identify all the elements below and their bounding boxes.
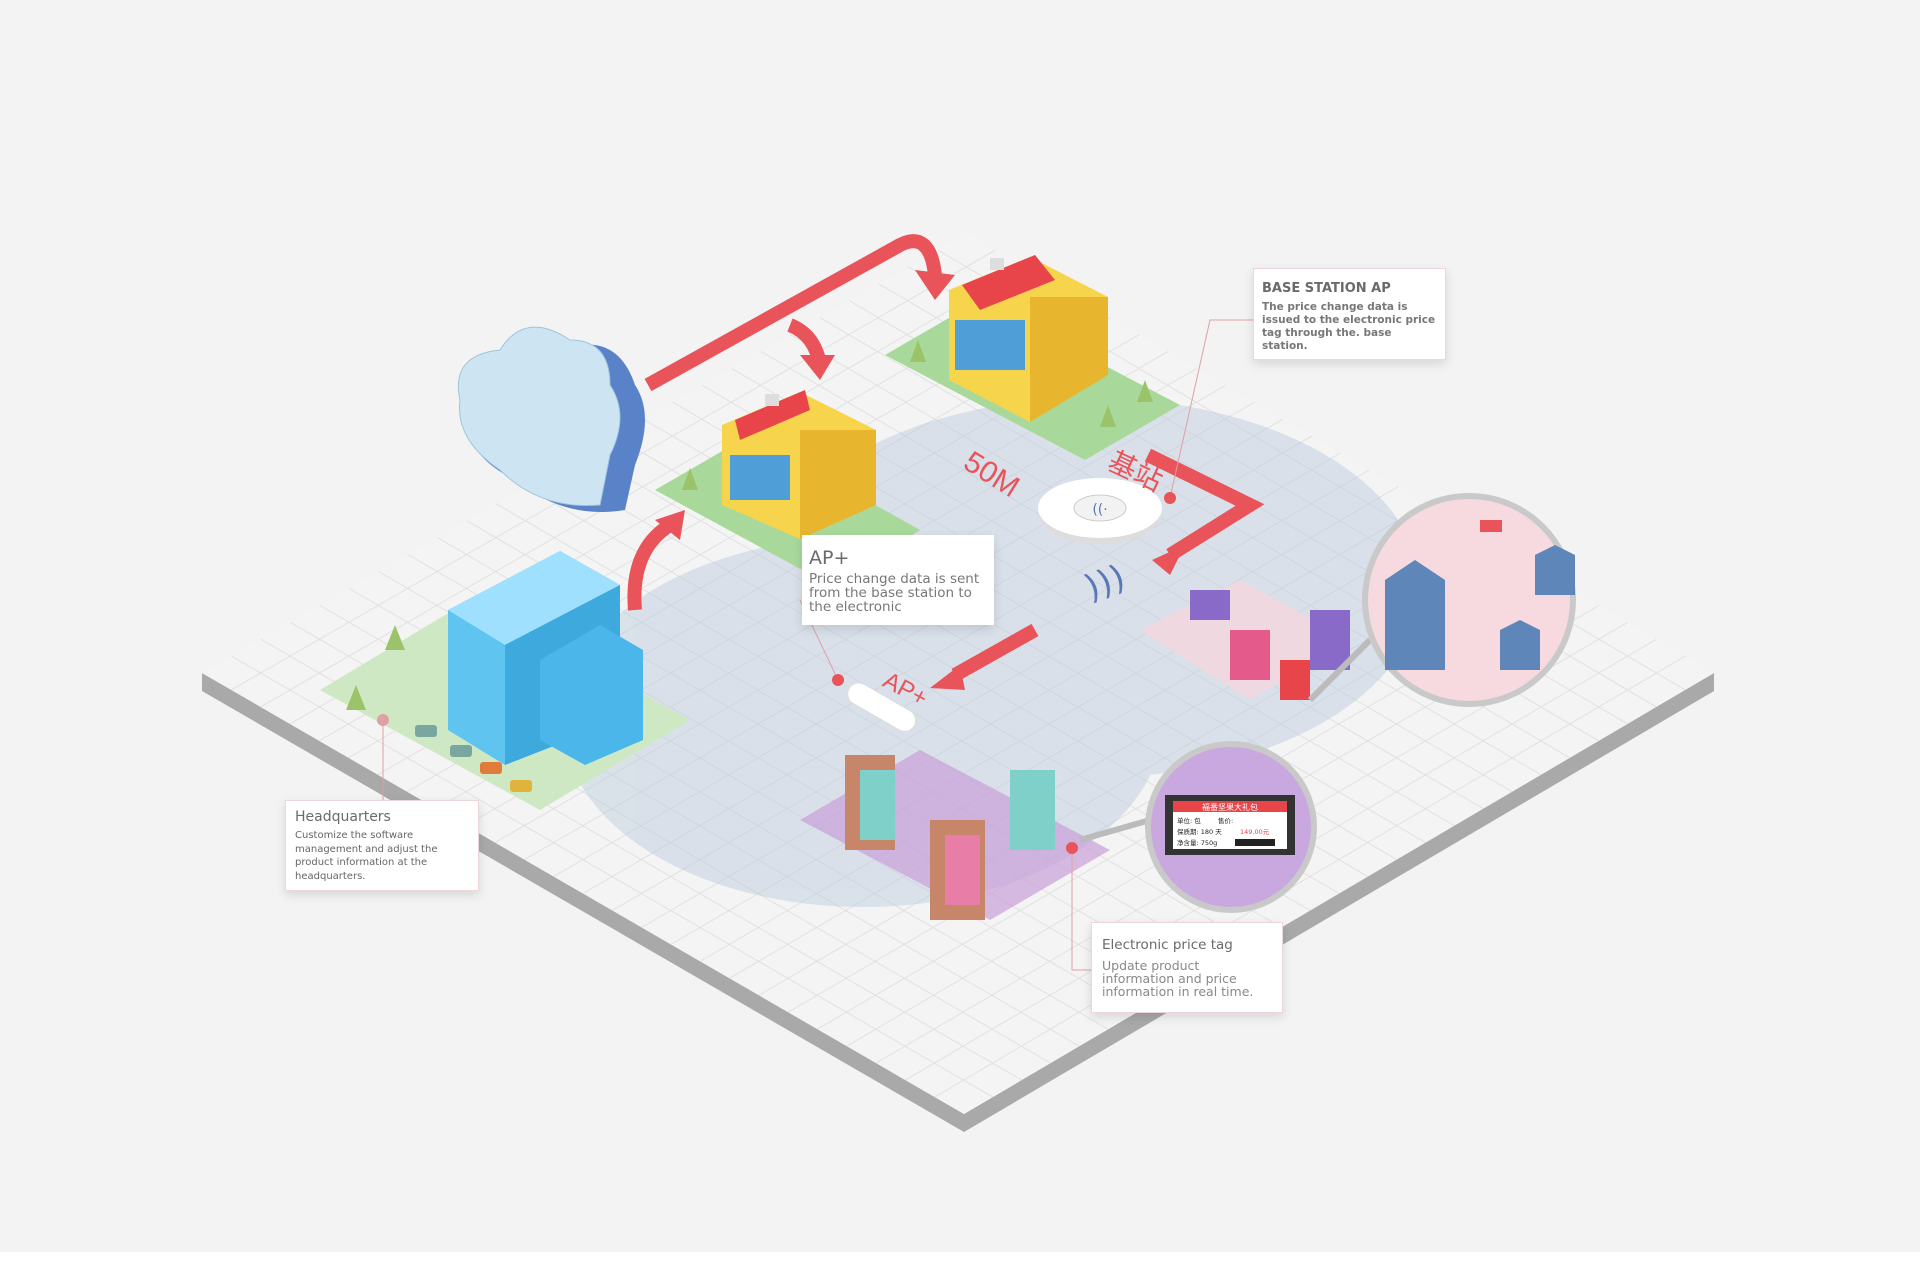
arrow-hq-to-cloud [627, 519, 674, 611]
marker-dots [377, 492, 1176, 854]
grid-line [699, 520, 1456, 962]
headquarters-card: Headquarters Customize the software mana… [285, 800, 479, 891]
card-title: BASE STATION AP [1262, 281, 1391, 296]
grid-line [670, 503, 1427, 945]
base-station-device: ((· [1038, 478, 1162, 544]
arrow-heads [655, 270, 1185, 690]
card-title: AP+ [809, 547, 850, 569]
cars [415, 725, 532, 792]
clothing-zoom-circle [1307, 493, 1576, 707]
card-body: Price change data is sent from the base … [809, 571, 980, 615]
supermarket-shelves [800, 750, 1110, 920]
store-2 [949, 255, 1108, 422]
price-tag-zoom-circle: 福番坚果大礼包 单位: 包 售价: 保质期: 180 天 149.00元 净含量… [1079, 741, 1317, 913]
page-footer-strip [0, 1252, 1920, 1270]
cloud-icon [457, 326, 645, 512]
tag-product-name: 福番坚果大礼包 [1202, 802, 1258, 812]
store-1 [722, 390, 876, 539]
tag-net-weight: 净含量: 750g [1177, 838, 1217, 847]
grid-line [760, 351, 1513, 793]
ap-plus-device [847, 682, 917, 732]
card-title: Electronic price tag [1102, 937, 1233, 953]
arrow-base-to-shop [1144, 448, 1265, 561]
card-title: Headquarters [295, 809, 391, 825]
card-body: Update product information and price inf… [1102, 958, 1254, 999]
grid-line [612, 469, 1370, 911]
clothing-store [1140, 580, 1350, 700]
trees [346, 340, 1153, 710]
card-body: Customize the software management and ad… [295, 830, 438, 882]
card-body: The price change data is issued to the e… [1262, 301, 1436, 352]
price-tag-card: Electronic price tag Update product info… [1091, 922, 1283, 1013]
wifi-icon: ((· [1092, 502, 1107, 518]
tag-shelf-life: 保质期: 180 天 [1177, 827, 1222, 836]
arrow-to-ap [951, 623, 1039, 682]
grid-line [641, 486, 1399, 928]
barcode-icon [1235, 839, 1275, 846]
base-station-card: BASE STATION AP The price change data is… [1253, 268, 1446, 360]
ap-plus-card: AP+ Price change data is sent from the b… [802, 535, 994, 625]
grid-line [729, 537, 1485, 979]
grid-line [934, 655, 1686, 1098]
data-flow-arrows [627, 234, 1265, 682]
headquarters-building [448, 551, 643, 765]
arrow-cloud-to-store2 [644, 234, 942, 392]
tag-price-label: 售价: [1218, 816, 1233, 825]
tag-unit: 单位: 包 [1177, 816, 1201, 825]
tag-price: 149.00元 [1240, 828, 1270, 836]
